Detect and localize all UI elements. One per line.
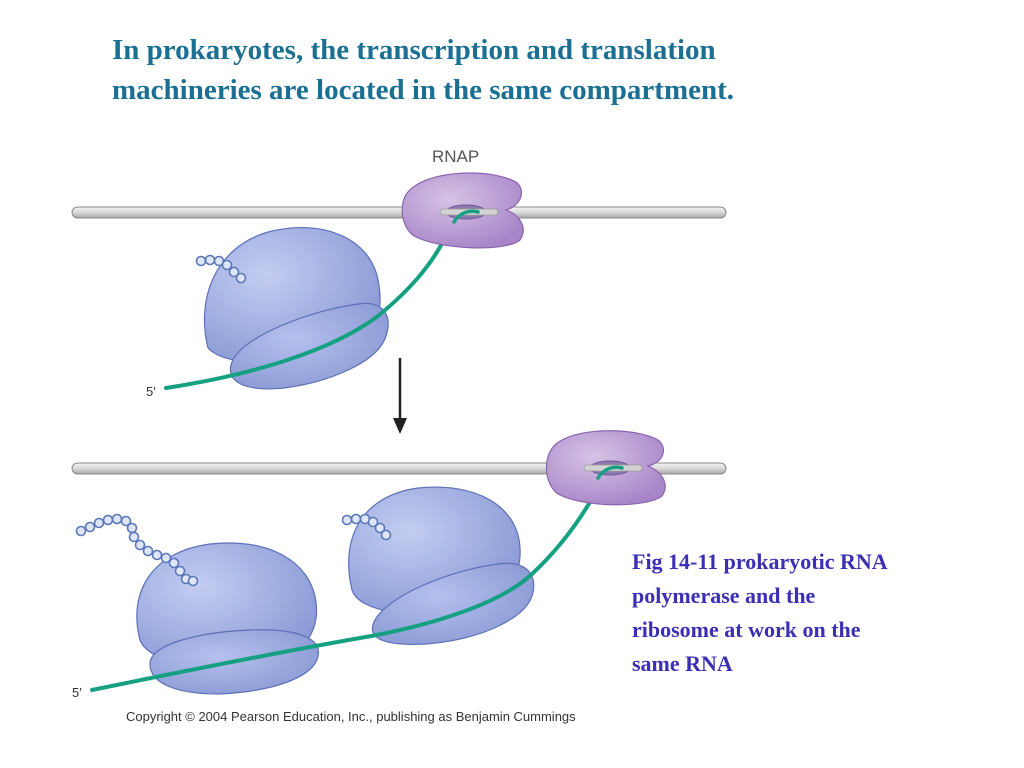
nascent-peptide-right [341,513,392,541]
five-prime-label-top: 5′ [146,384,156,399]
dna-strand-top [71,206,727,219]
rnap-label: RNAP [432,147,479,166]
caption-line-4: same RNA [632,651,733,676]
slide-title: In prokaryotes, the transcription and tr… [112,30,972,110]
five-prime-label-bottom: 5′ [72,685,82,700]
nascent-peptide-top [195,254,247,284]
down-arrow-icon [393,358,407,434]
title-line-2: machineries are located in the same comp… [112,74,735,106]
figure-caption: Fig 14-11 prokaryotic RNA polymerase and… [632,545,992,681]
title-line-1: In prokaryotes, the transcription and tr… [112,34,716,66]
copyright-text: Copyright © 2004 Pearson Education, Inc.… [126,709,576,724]
caption-line-3: ribosome at work on the [632,617,861,642]
caption-line-1: Fig 14-11 prokaryotic RNA [632,549,888,574]
caption-line-2: polymerase and the [632,583,816,608]
nascent-peptide-left [75,513,199,587]
ribosome-small-subunit-right [371,562,535,645]
